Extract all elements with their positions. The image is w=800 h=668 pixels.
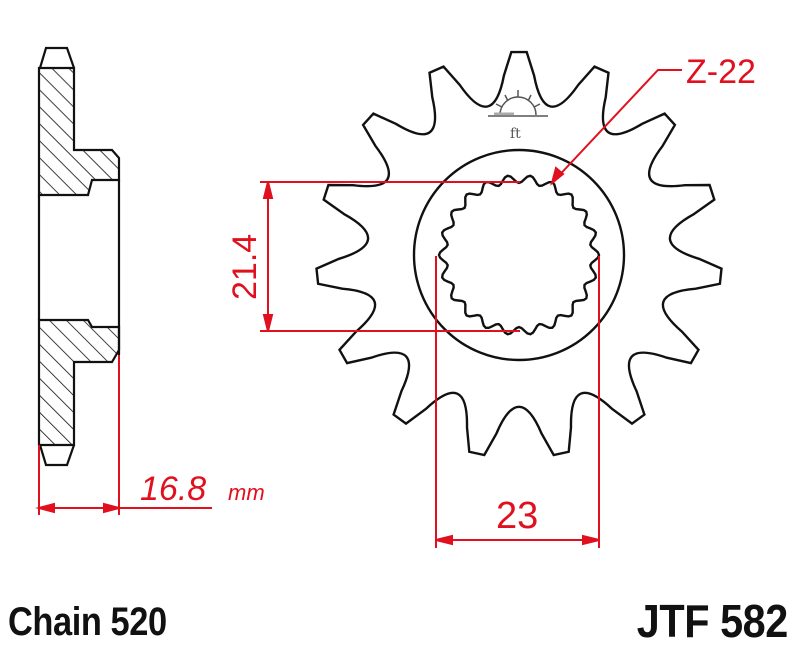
chain-size-label: Chain 520 [8,600,167,644]
inner-diameter-value: 21.4 [226,234,264,300]
spline-width-dimension [435,256,600,548]
sprocket-front-view [315,50,723,457]
hub-circle [412,148,626,362]
sprocket-teeth-outline [315,50,723,457]
spline-count-label: Z-22 [686,53,756,91]
inner-diameter-dimension [260,181,520,332]
side-section-view [37,46,121,467]
thickness-value: 16.8 [140,470,206,508]
part-number-label: JTF 582 [636,595,788,647]
spline-bore-outline [437,174,601,336]
thickness-dimension [35,355,212,515]
spline-width-value: 23 [496,495,538,537]
svg-text:ft: ft [510,126,521,142]
thickness-unit: mm [228,480,265,505]
jt-logo-icon: ft [488,90,548,142]
spline-leader [550,69,682,186]
